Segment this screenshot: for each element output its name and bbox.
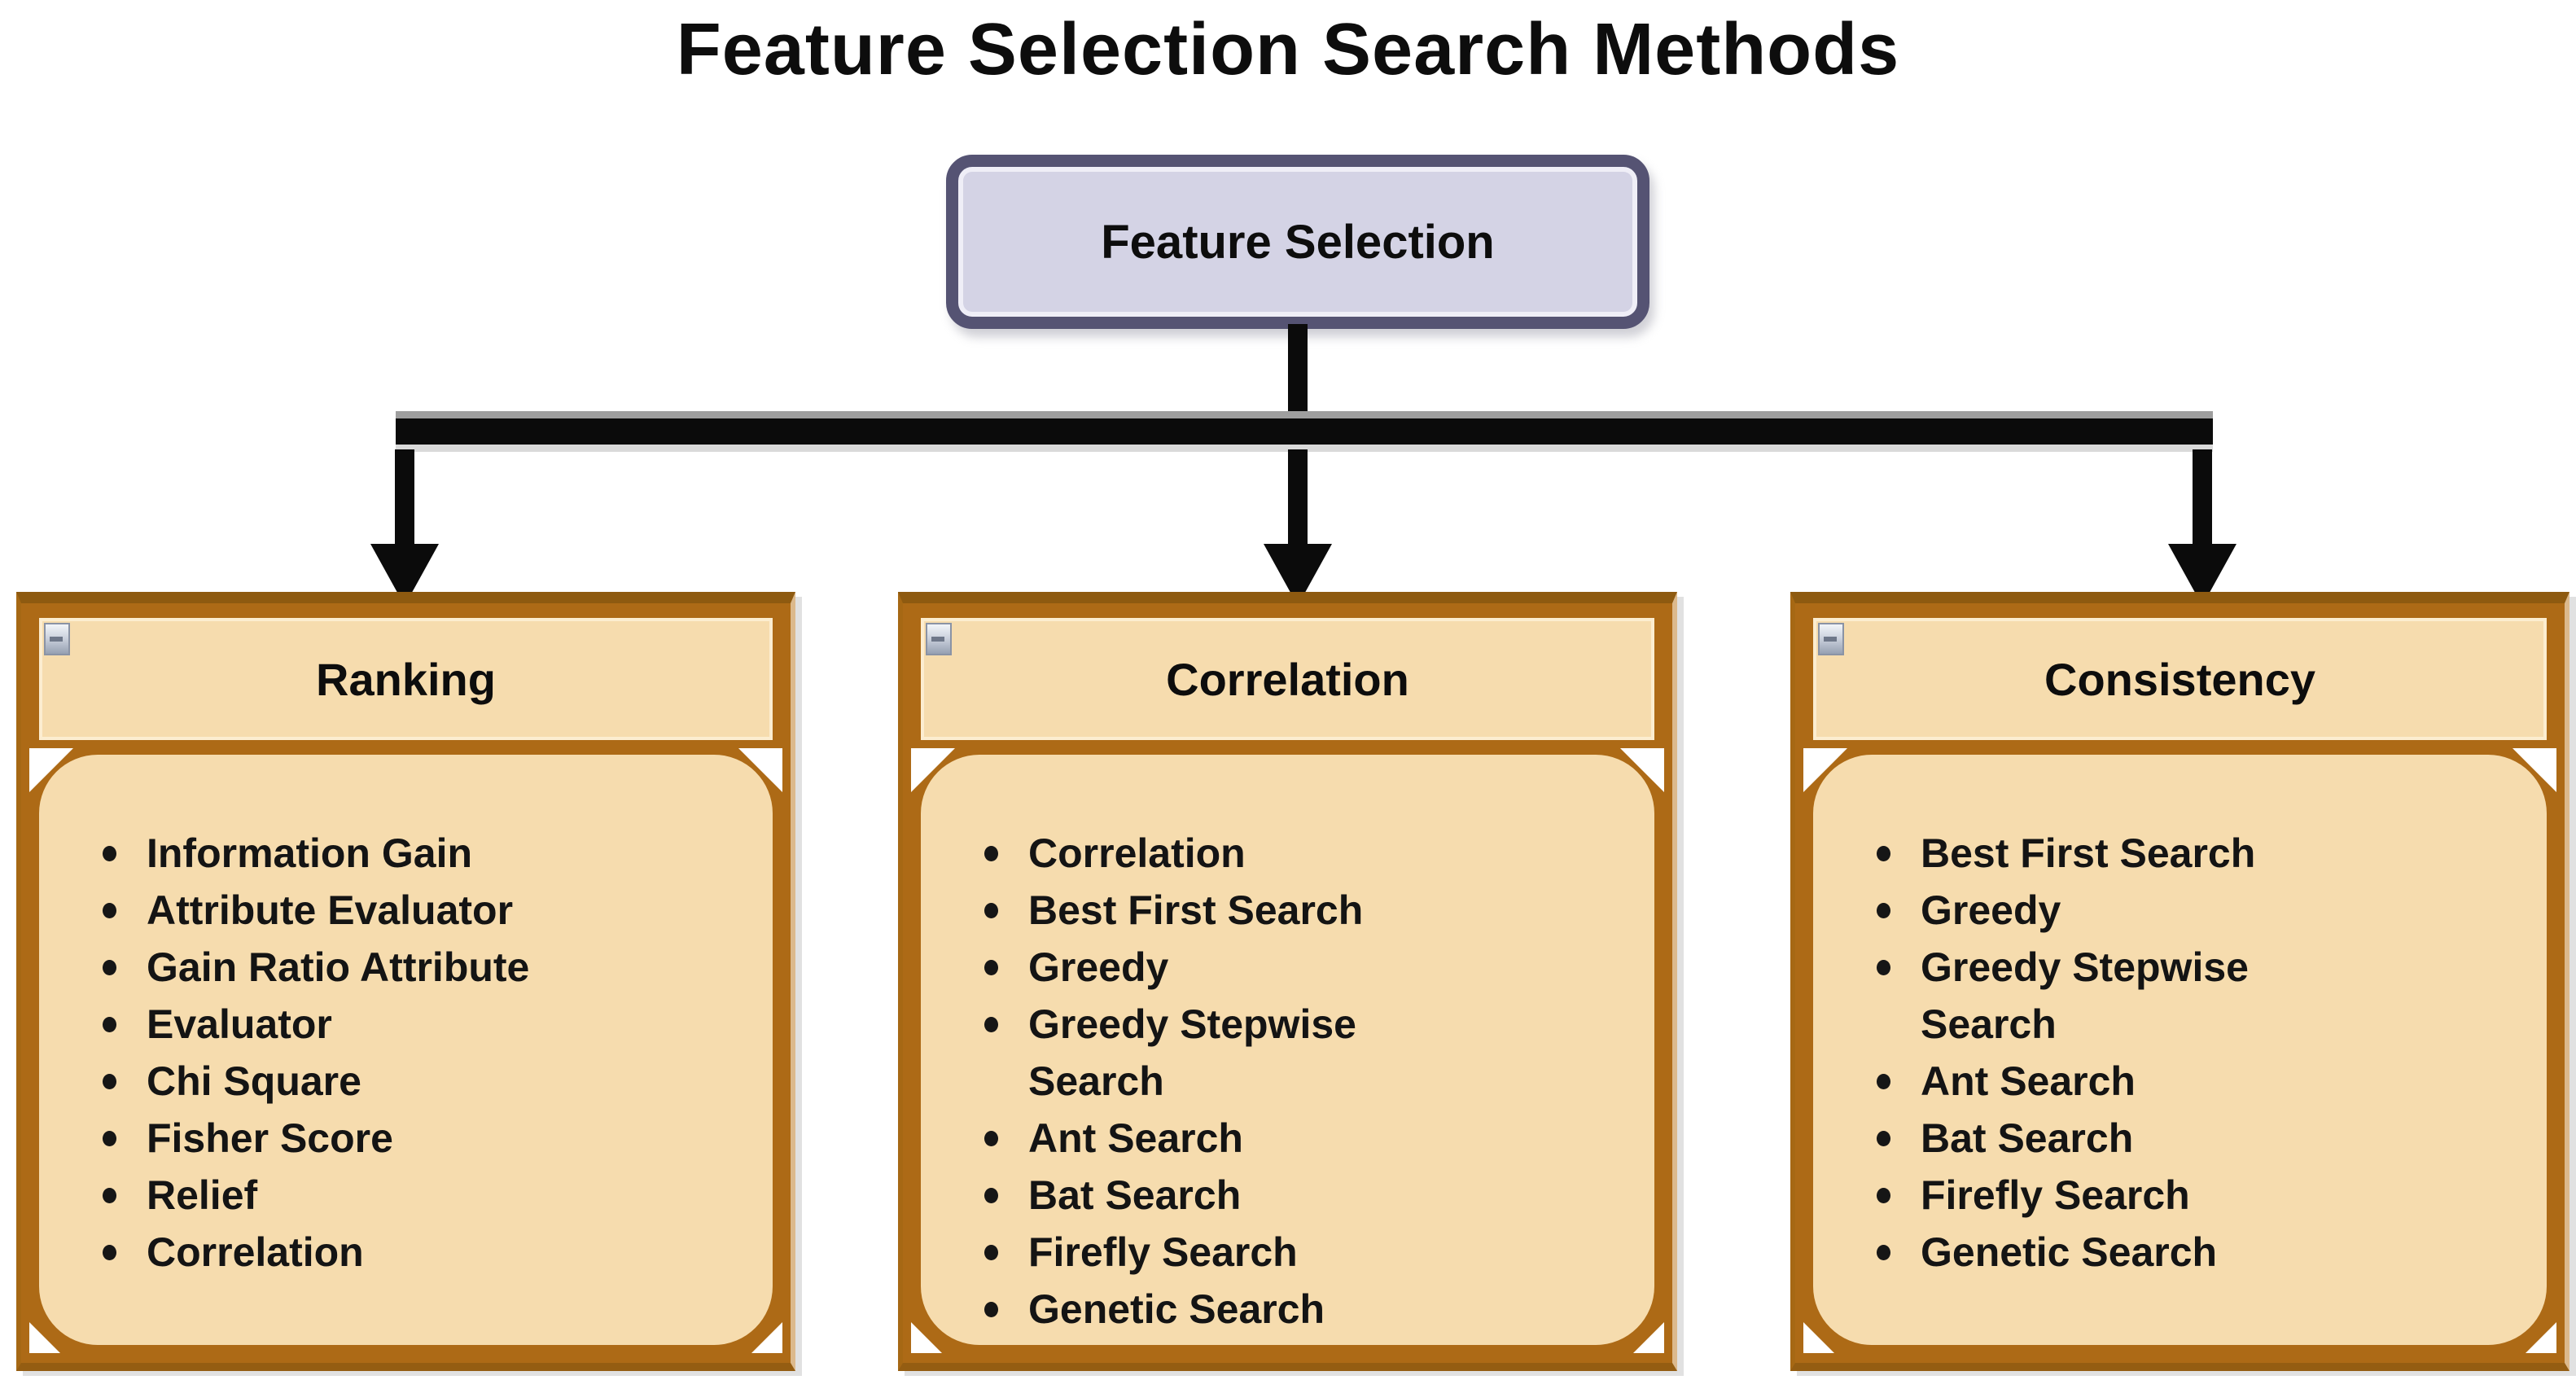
list-item: Correlation	[103, 1224, 724, 1281]
list-item: Information Gain	[103, 825, 724, 882]
list-item: Attribute Evaluator	[103, 882, 724, 939]
corner-notch-icon	[751, 1322, 782, 1353]
list-item: Relief	[103, 1167, 724, 1224]
list-item: Gain Ratio Attribute	[103, 939, 724, 996]
list-item: Firefly Search	[984, 1224, 1606, 1281]
connector-bar-core	[396, 418, 2213, 445]
method-list-correlation: Correlation Best First Search Greedy Gre…	[921, 755, 1654, 1338]
feature-selection-label: Feature Selection	[1101, 215, 1495, 269]
collapse-icon[interactable]	[926, 623, 952, 655]
connector-drop-middle	[1288, 449, 1308, 545]
list-item: Best First Search	[1877, 825, 2498, 882]
list-item: Evaluator	[103, 996, 724, 1053]
list-item: Greedy Stepwise Search	[984, 996, 1606, 1110]
branch-box-consistency: Consistency Best First Search Greedy Gre…	[1790, 592, 2569, 1371]
method-list-consistency: Best First Search Greedy Greedy Stepwise…	[1813, 755, 2547, 1281]
branch-title: Correlation	[1166, 653, 1409, 705]
branch-header-consistency: Consistency	[1813, 618, 2547, 740]
branch-panel	[921, 755, 1654, 1345]
branch-body-ranking: Information Gain Attribute Evaluator Gai…	[29, 748, 782, 1353]
collapse-icon[interactable]	[44, 623, 70, 655]
list-item: Correlation	[984, 825, 1606, 882]
collapse-icon[interactable]	[1818, 623, 1844, 655]
list-item: Ant Search	[984, 1110, 1606, 1167]
list-item: Greedy Stepwise Search	[1877, 939, 2498, 1053]
connector-bar-top-edge	[396, 411, 2213, 418]
connector-drop-right	[2193, 449, 2212, 545]
corner-notch-icon	[2526, 1322, 2556, 1353]
list-item: Greedy	[984, 939, 1606, 996]
connector-horizontal-bar	[396, 411, 2213, 452]
connector-root-stem	[1288, 324, 1308, 414]
branch-panel	[1813, 755, 2547, 1345]
branch-title: Consistency	[2044, 653, 2315, 705]
feature-selection-node: Feature Selection	[946, 155, 1649, 329]
branch-body-consistency: Best First Search Greedy Greedy Stepwise…	[1803, 748, 2556, 1353]
list-item: Genetic Search	[984, 1281, 1606, 1338]
branch-header-correlation: Correlation	[921, 618, 1654, 740]
method-list-ranking: Information Gain Attribute Evaluator Gai…	[39, 755, 773, 1281]
branch-body-correlation: Correlation Best First Search Greedy Gre…	[911, 748, 1664, 1353]
branch-header-ranking: Ranking	[39, 618, 773, 740]
connector-bar-bottom-edge	[396, 445, 2213, 452]
branch-box-ranking: Ranking Information Gain Attribute Evalu…	[16, 592, 795, 1371]
list-item: Best First Search	[984, 882, 1606, 939]
corner-notch-icon	[1633, 1322, 1664, 1353]
branch-title: Ranking	[316, 653, 496, 705]
branch-box-correlation: Correlation Correlation Best First Searc…	[898, 592, 1677, 1371]
list-item: Firefly Search	[1877, 1167, 2498, 1224]
branch-panel	[39, 755, 773, 1345]
connector-drop-left	[395, 449, 414, 545]
list-item: Ant Search	[1877, 1053, 2498, 1110]
list-item: Genetic Search	[1877, 1224, 2498, 1281]
list-item: Bat Search	[984, 1167, 1606, 1224]
list-item: Bat Search	[1877, 1110, 2498, 1167]
list-item: Chi Square	[103, 1053, 724, 1110]
list-item: Fisher Score	[103, 1110, 724, 1167]
page-title: Feature Selection Search Methods	[676, 9, 1900, 90]
list-item: Greedy	[1877, 882, 2498, 939]
